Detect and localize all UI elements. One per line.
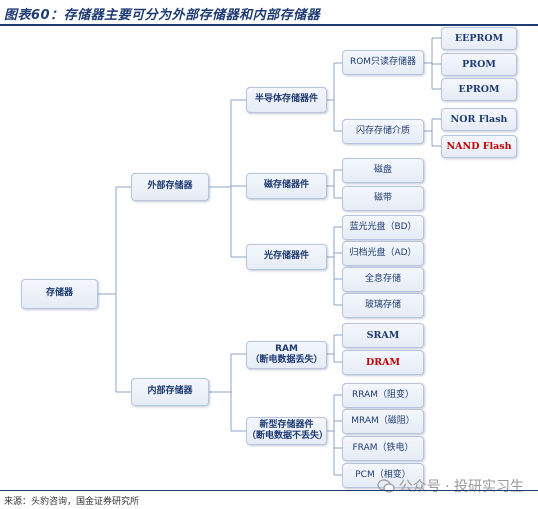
fram-node: FRAM（铁电） (342, 436, 424, 461)
glass-storage-node: 玻璃存储 (342, 293, 424, 318)
tape-node: 磁带 (342, 186, 424, 211)
nand-flash-node: NAND Flash (441, 135, 517, 158)
nor-flash-node: NOR Flash (441, 108, 517, 131)
new-type-device-node: 新型存储器件 （断电数据不丢失） (246, 417, 328, 445)
optical-device-node: 光存储器件 (246, 244, 327, 270)
source-note: 来源：头豹咨询，国金证券研究所 (4, 497, 140, 507)
eeprom-node: EEPROM (441, 27, 517, 50)
sram-node: SRAM (342, 323, 424, 348)
magnetic-device-node: 磁存储器件 (246, 173, 327, 199)
bluray-disc-node: 蓝光光盘（BD） (342, 215, 424, 240)
figure-title: 图表60：存储器主要可分为外部存储器和内部存储器 (4, 8, 321, 23)
mram-node: MRAM（磁阻） (342, 409, 424, 434)
eprom-node: EPROM (441, 78, 517, 101)
dram-node: DRAM (342, 350, 424, 375)
footer: 来源：头豹咨询，国金证券研究所 (0, 490, 538, 509)
internal-storage-node: 内部存储器 (131, 378, 209, 406)
pcm-node: PCM（相变） (342, 463, 424, 488)
prom-node: PROM (441, 53, 517, 76)
rram-node: RRAM（阻变） (342, 383, 424, 408)
watermark-text: 公众号 · 投研实习生 (398, 479, 524, 495)
rom-node: ROM只读存储器 (342, 50, 424, 75)
archival-disc-node: 归档光盘（AD） (342, 241, 424, 266)
title-bar: 图表60：存储器主要可分为外部存储器和内部存储器 (0, 0, 538, 26)
root-storage-node: 存储器 (21, 279, 98, 309)
semiconductor-device-node: 半导体存储器件 (246, 87, 327, 113)
flash-medium-node: 闪存存储介质 (342, 119, 424, 144)
holographic-storage-node: 全息存储 (342, 267, 424, 292)
external-storage-node: 外部存储器 (131, 173, 209, 201)
disk-node: 磁盘 (342, 158, 424, 183)
ram-node: RAM （断电数据丢失） (246, 341, 327, 369)
